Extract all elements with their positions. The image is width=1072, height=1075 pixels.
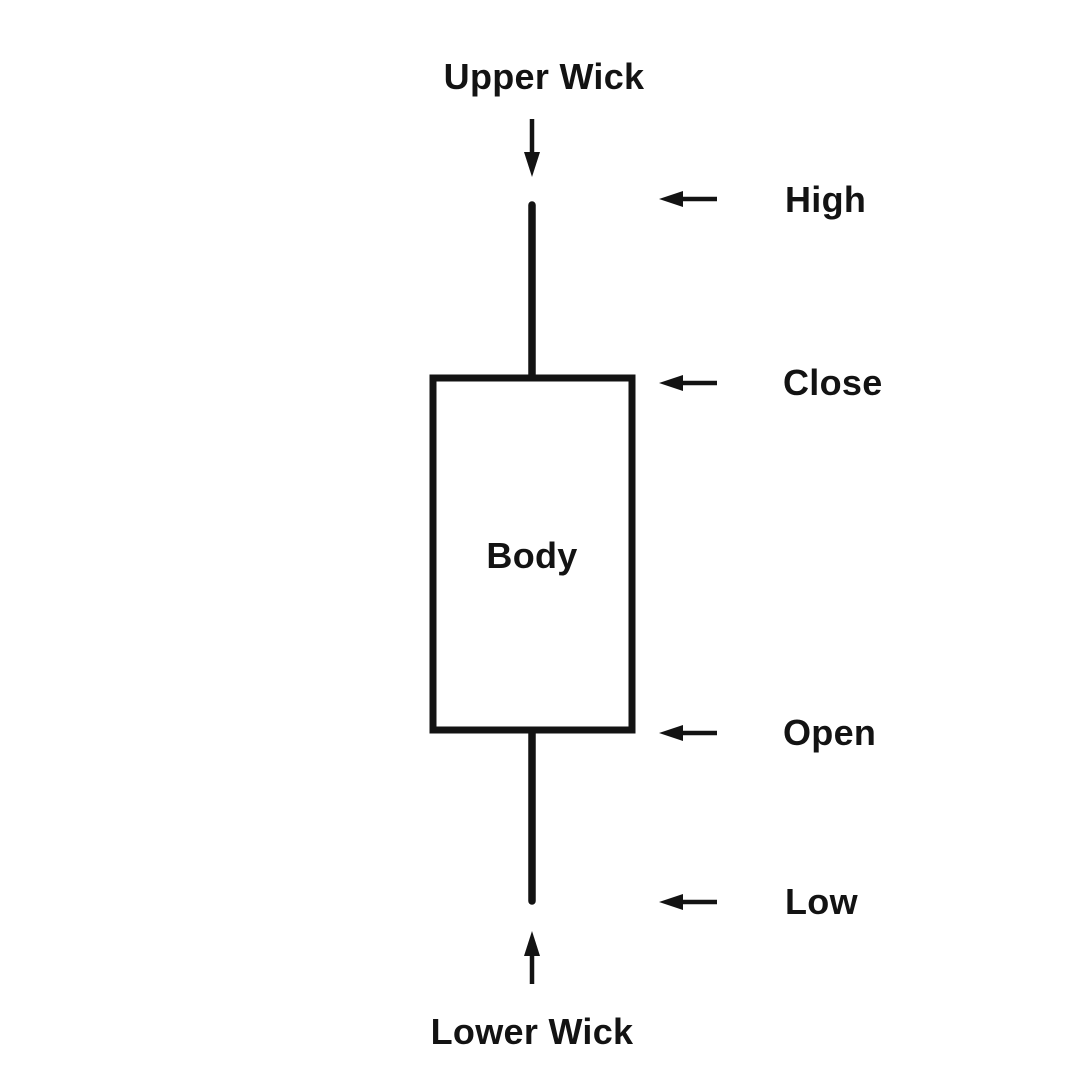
arrow-up-icon bbox=[524, 931, 540, 984]
open-label: Open bbox=[783, 712, 877, 753]
open-arrow-left-icon bbox=[659, 725, 717, 741]
high-arrow-left-icon bbox=[659, 191, 717, 207]
low-arrow-left-icon bbox=[659, 894, 717, 910]
lower-wick-label: Lower Wick bbox=[430, 1011, 634, 1052]
candle-body-rect bbox=[429, 374, 636, 734]
upper-wick-label: Upper Wick bbox=[443, 56, 645, 97]
body-label: Body bbox=[486, 535, 578, 576]
close-arrow-left-icon bbox=[659, 375, 717, 391]
low-label: Low bbox=[785, 881, 858, 922]
arrow-down-icon bbox=[524, 119, 540, 177]
close-label: Close bbox=[783, 362, 883, 403]
high-label: High bbox=[785, 179, 867, 220]
